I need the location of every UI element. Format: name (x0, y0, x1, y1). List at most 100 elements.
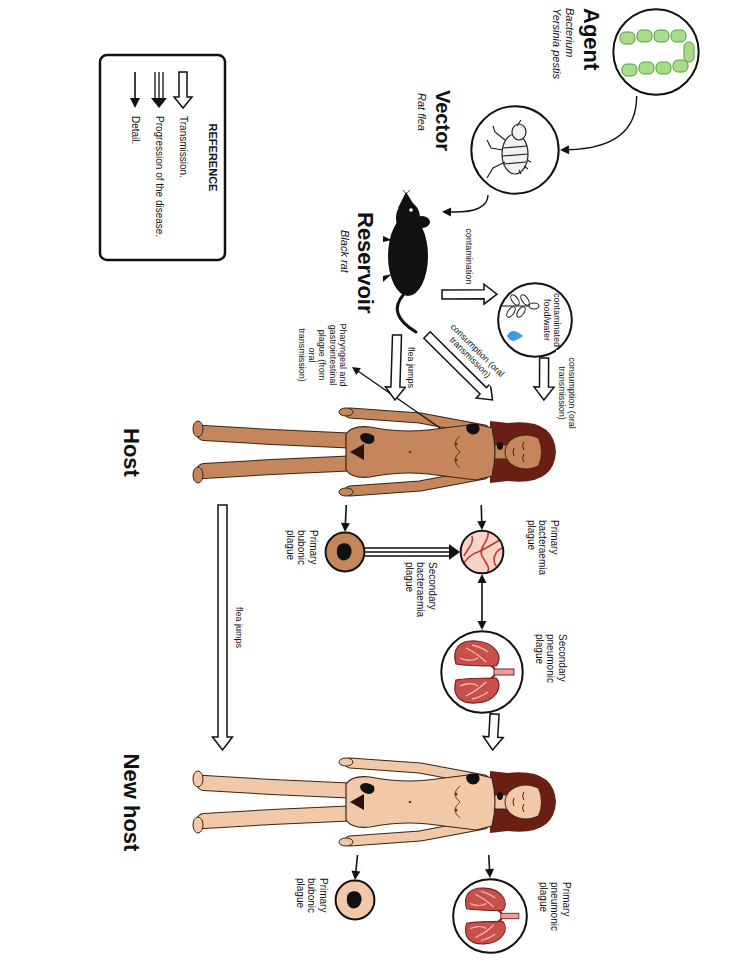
transmission-arrow (534, 358, 554, 400)
bacterium-picture-part (637, 30, 652, 42)
transmission-arrow (442, 284, 497, 304)
host-figure (193, 758, 556, 846)
leaves-icon-part (505, 305, 517, 318)
edge-label: consumption (oral transmission) (556, 350, 577, 436)
progression-arrow (365, 547, 449, 548)
connector (560, 96, 637, 154)
circle-node: Secondary pneumonic plague (440, 630, 524, 714)
node-text: Secondary pneumonic plague (534, 634, 569, 696)
rat-picture-part (414, 216, 430, 228)
legend-sample (174, 72, 192, 108)
connector (442, 195, 488, 216)
detail-arrow (481, 582, 483, 622)
lungs-picture (455, 641, 514, 703)
bacterium-picture-part (622, 64, 637, 76)
circle-outline (498, 283, 572, 357)
circle-node: AgentBacteriumYersinia pestis (612, 8, 700, 96)
detail-arrow (345, 505, 347, 524)
leaves-icon-part (529, 303, 539, 309)
bacterium-picture (620, 30, 694, 76)
legend-text: Detail. (130, 116, 142, 144)
legend-text: Progression of the disease. (154, 116, 166, 237)
node-text: Black rat (338, 230, 351, 273)
bacterium-picture-part (620, 32, 635, 44)
circle-outline (612, 8, 700, 96)
skin-ground (336, 881, 374, 919)
progression-arrow (365, 555, 449, 556)
bacterium-picture-part (673, 60, 688, 72)
bacterium-picture-part (654, 30, 669, 42)
leaves-icon-part (509, 293, 521, 306)
progression-arrow (365, 551, 449, 552)
arrow-head (478, 574, 487, 583)
rat-picture-part (383, 236, 392, 282)
node-title: Reservoir (353, 212, 378, 314)
circle-outline (440, 630, 524, 714)
node-text: Yersinia pestis (550, 8, 563, 79)
rat-picture-part (397, 294, 416, 332)
edge-label: contamination (464, 226, 474, 286)
circle-node: Primary bubonic plague (335, 880, 375, 920)
blood-ground (461, 531, 503, 573)
leaves-icon-part (515, 305, 527, 318)
host-figure (193, 408, 556, 496)
connector (341, 505, 350, 532)
figure-node: New host (185, 750, 560, 855)
lungs-picture (466, 888, 519, 944)
connector (534, 358, 554, 400)
legend-sample (130, 98, 140, 108)
bacterium-picture-part (639, 62, 654, 74)
circle-outline (452, 878, 528, 954)
circle-node: Primary bubonic plague (325, 532, 365, 572)
water-drop (507, 331, 523, 341)
legend-sample (155, 72, 163, 99)
annotation: Pharyngeal and gastrointestinal plague (… (296, 322, 348, 388)
connector (365, 544, 460, 560)
arrow-head (485, 869, 494, 878)
connector (483, 714, 503, 750)
leaves-icon (502, 293, 539, 318)
node-text: Secondary bacteraemia plague (404, 562, 439, 624)
detail-arrow (356, 855, 358, 872)
transmission-arrow (483, 714, 503, 750)
rat-picture-part (409, 208, 413, 212)
circle-outline (336, 881, 375, 920)
circle-node: contaminated food/water (497, 282, 573, 358)
arrow-head (560, 145, 569, 154)
leader-head (352, 367, 361, 375)
transmission-arrow (385, 335, 405, 400)
legend-box (100, 55, 225, 260)
circle-outline (613, 9, 698, 94)
circle-outline (453, 879, 527, 953)
legend-heading: REFERENCE (206, 55, 219, 260)
edge-label: flea jumps (234, 605, 244, 650)
node-text: Bacterium (563, 8, 576, 58)
connector (351, 855, 360, 880)
node-text: Primary bubonic plague (285, 530, 320, 592)
skin-ground (326, 533, 364, 571)
legend-sample (151, 98, 167, 108)
bubo-spot (337, 543, 352, 560)
transmission-arrow (213, 505, 233, 750)
bacterium-picture-part (656, 62, 671, 74)
node-title: New host (119, 730, 144, 875)
circle-node: Primary bacteraemia plagueSecondary bact… (460, 530, 504, 574)
flea-picture-part (487, 120, 521, 178)
node-text: Primary pneumonic plague (538, 882, 573, 944)
connector (385, 335, 405, 400)
node-text: Rat flea (415, 93, 428, 131)
circle-outline (470, 105, 560, 195)
figure-node: ReservoirBlack rat (382, 190, 442, 335)
connector (478, 574, 487, 630)
bacterium-picture-part (671, 30, 686, 42)
circle-outline (471, 106, 558, 193)
legend-sample (134, 72, 136, 99)
detail-arrow (488, 855, 490, 870)
circle-outline (326, 533, 365, 572)
circle-outline (335, 880, 375, 920)
circle-outline (460, 530, 504, 574)
node-text: Primary bubonic plague (295, 878, 330, 940)
rat-picture-part (398, 192, 416, 208)
